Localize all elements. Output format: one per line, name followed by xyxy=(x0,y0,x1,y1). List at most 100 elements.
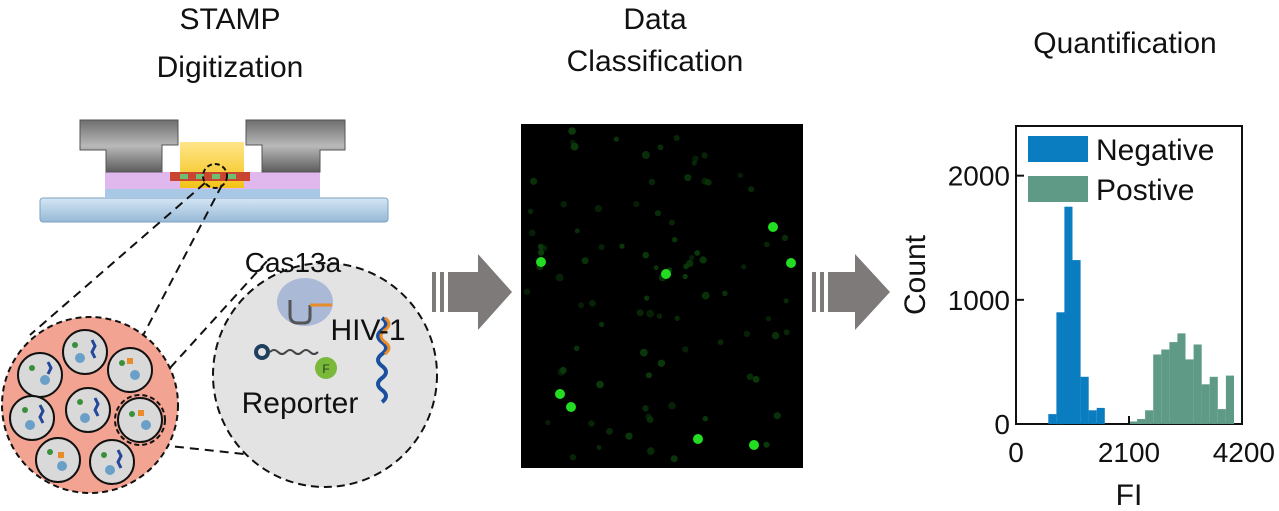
background-spot xyxy=(763,441,770,448)
zoom-marker xyxy=(202,163,228,189)
histogram-bar xyxy=(1201,384,1210,424)
background-spot xyxy=(569,454,577,461)
background-spot xyxy=(741,264,747,270)
background-spot xyxy=(559,366,567,374)
background-spot xyxy=(691,160,697,166)
background-spot xyxy=(657,359,666,367)
background-spot xyxy=(633,201,640,208)
histogram-bar xyxy=(1193,344,1202,424)
microwell xyxy=(17,352,63,398)
reporter-label: Reporter xyxy=(242,387,359,420)
background-spot xyxy=(642,405,649,412)
legend-swatch-positive xyxy=(1028,176,1088,202)
background-spot xyxy=(701,152,708,159)
background-spot xyxy=(555,273,564,282)
background-spot xyxy=(569,139,576,145)
background-spot xyxy=(594,205,602,213)
background-spot xyxy=(656,313,663,319)
y-axis-label: Count xyxy=(899,234,932,315)
background-spot xyxy=(648,178,656,186)
positive-spot xyxy=(693,434,703,444)
histogram-bar xyxy=(1217,409,1226,424)
background-spot xyxy=(684,174,692,182)
microwell-chamber xyxy=(1,316,179,494)
histogram-bar xyxy=(1177,333,1186,424)
background-spot xyxy=(613,136,619,142)
background-spot xyxy=(645,372,652,379)
background-spot xyxy=(692,155,699,162)
histogram-bars xyxy=(1048,206,1234,425)
plot-area xyxy=(1015,125,1243,425)
histogram-bar xyxy=(1064,206,1073,424)
x-tick-label: 2100 xyxy=(1098,437,1160,468)
background-spot xyxy=(670,455,678,463)
background-spot xyxy=(674,315,680,321)
microwell xyxy=(65,387,111,433)
classification-title-line2: Classification xyxy=(566,45,744,78)
background-spot xyxy=(646,309,655,318)
y-tick-label: 2000 xyxy=(948,161,1010,192)
reaction-zoom: F Cas13a HIV-1 Reporter xyxy=(212,247,438,488)
background-spot xyxy=(673,135,680,141)
microwell xyxy=(89,439,135,485)
histogram-bar xyxy=(1145,410,1154,424)
stamp-device xyxy=(39,119,389,223)
background-spot xyxy=(537,249,545,256)
x-axis-label: FI xyxy=(1116,479,1143,511)
background-spot xyxy=(654,210,662,217)
background-spot xyxy=(783,329,790,336)
x-tick-label: 4200 xyxy=(1213,437,1275,468)
background-spot xyxy=(560,201,567,208)
background-spot xyxy=(528,229,536,237)
classification-title-line1: Data xyxy=(623,3,687,36)
background-spot xyxy=(737,172,744,179)
background-spot xyxy=(641,151,650,159)
histogram-bar xyxy=(1185,359,1194,424)
background-spot xyxy=(537,243,544,250)
background-spot xyxy=(644,295,650,301)
background-spot xyxy=(588,420,595,427)
background-spot xyxy=(701,291,710,300)
background-spot xyxy=(639,348,648,357)
positive-spot xyxy=(555,389,565,399)
histogram-bar xyxy=(1161,349,1170,424)
background-spot xyxy=(530,177,538,185)
background-spot xyxy=(606,428,613,435)
hiv-label: HIV-1 xyxy=(330,314,405,347)
background-spot xyxy=(771,331,780,340)
background-spot xyxy=(781,234,789,242)
histogram-bar xyxy=(1153,354,1162,424)
background-spot xyxy=(523,288,531,295)
background-spot xyxy=(645,413,652,420)
background-spot xyxy=(545,419,551,426)
blue-layer xyxy=(105,188,320,198)
background-spot xyxy=(598,244,605,251)
digitization-title: STAMP Digitization xyxy=(105,0,355,88)
background-spot xyxy=(574,228,580,234)
x-tick-label: 0 xyxy=(1008,437,1024,468)
background-spot xyxy=(668,219,675,226)
background-spot xyxy=(568,127,576,135)
cas13a-label: Cas13a xyxy=(245,247,342,278)
background-spot xyxy=(702,415,709,422)
background-spot xyxy=(689,255,695,261)
histogram-bar xyxy=(1209,376,1218,424)
legend: Negative Postive xyxy=(1028,134,1214,207)
positive-spot xyxy=(661,269,671,279)
histogram-bar xyxy=(1225,375,1234,424)
housing-right xyxy=(245,119,346,173)
background-spot xyxy=(682,273,688,280)
positive-spot xyxy=(768,222,778,232)
background-spot xyxy=(527,208,534,215)
classification-title: Data Classification xyxy=(520,0,790,82)
positive-spot xyxy=(786,258,796,268)
histogram-bar xyxy=(1129,421,1138,424)
background-spot xyxy=(694,250,701,256)
legend-swatch-negative xyxy=(1028,136,1088,162)
background-spot xyxy=(596,445,602,450)
histogram-bar xyxy=(1056,312,1065,425)
histogram-bar xyxy=(1096,407,1105,424)
histogram-bar xyxy=(1169,342,1178,424)
background-spot xyxy=(783,298,789,304)
